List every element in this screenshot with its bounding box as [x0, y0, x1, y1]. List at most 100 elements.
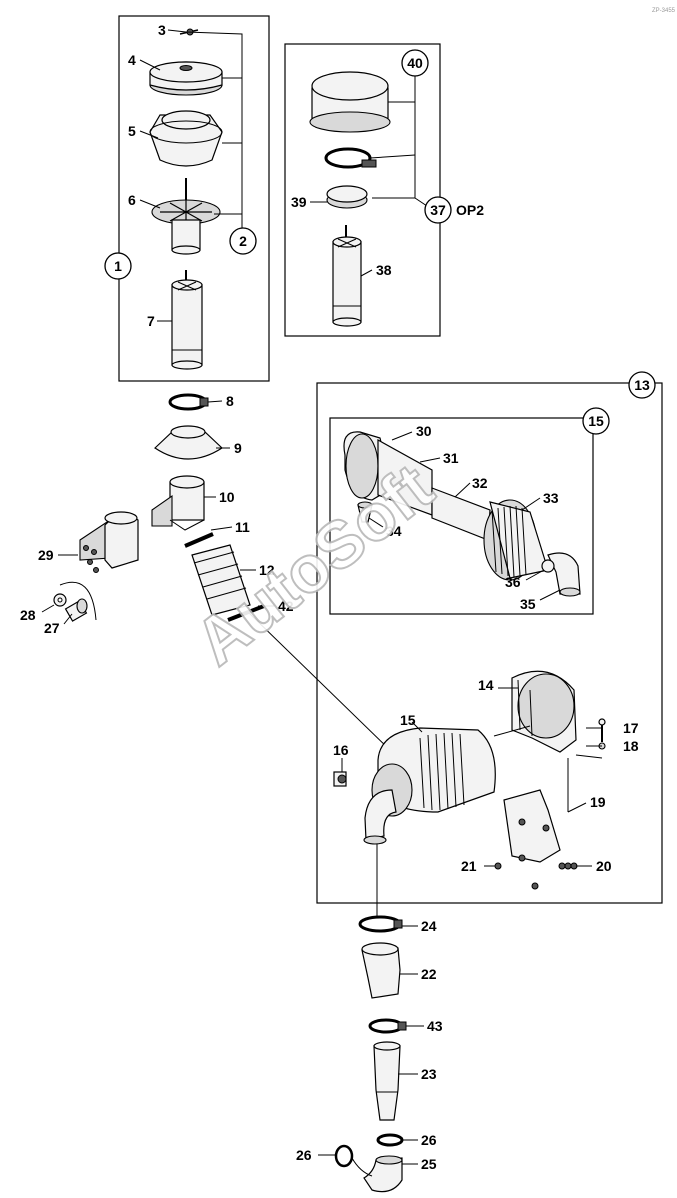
label-25: 25 [421, 1156, 437, 1172]
label-26a: 26 [296, 1147, 312, 1163]
part-32-inner-filter [431, 487, 491, 541]
label-30: 30 [416, 423, 432, 439]
label-27: 27 [44, 620, 60, 636]
part-4-cap [149, 61, 223, 96]
part-43-clamp [368, 1018, 407, 1034]
label-33: 33 [543, 490, 559, 506]
part-35-outlet [547, 552, 581, 597]
callout-15: 15 [582, 407, 610, 435]
label-35: 35 [520, 596, 536, 612]
leader-33 [521, 497, 541, 511]
label-28: 28 [20, 607, 36, 623]
leader-35 [539, 589, 561, 601]
leader-28 [41, 604, 55, 613]
label-5: 5 [128, 123, 136, 139]
label-18: 18 [623, 738, 639, 754]
leader-32 [454, 482, 471, 498]
label-15: 15 [400, 712, 416, 728]
label-20: 20 [596, 858, 612, 874]
arc-28 [59, 581, 97, 621]
label-14: 14 [478, 677, 494, 693]
part-39-ring [326, 185, 368, 209]
label-42: 42 [278, 598, 294, 614]
part-16-plug [333, 771, 347, 787]
leader-36 [525, 569, 545, 581]
svg-text:15: 15 [588, 413, 604, 429]
part-28-washer [53, 593, 67, 607]
part-20-nuts [558, 862, 578, 870]
leader-19 [567, 802, 587, 813]
part-40-clamp [324, 147, 377, 169]
part-36-valve [541, 559, 555, 573]
label-21: 21 [461, 858, 477, 874]
part-6-vane [151, 178, 221, 255]
part-40-cap [309, 71, 391, 133]
label-17: 17 [623, 720, 639, 736]
part-29-bracket [79, 511, 139, 573]
label-16: 16 [333, 742, 349, 758]
leader-18b [575, 754, 603, 759]
label-29: 29 [38, 547, 54, 563]
leader-15 [411, 721, 423, 733]
part-23-tube [373, 1041, 401, 1121]
callout-2: 2 [229, 227, 257, 255]
leader-31 [419, 457, 441, 463]
leader-5 [139, 130, 159, 139]
group-box-13 [316, 382, 663, 904]
part-14-strap [511, 670, 577, 753]
group-box-15 [329, 417, 594, 615]
leader-38 [360, 269, 373, 277]
label-10: 10 [219, 489, 235, 505]
part-42-clamp [227, 604, 265, 622]
callout-37: 37 [424, 196, 452, 224]
part-17-bolt [598, 718, 606, 742]
part-24-clamp [358, 915, 403, 933]
leader-11 [210, 526, 233, 531]
leader-8 [207, 400, 223, 403]
label-38: 38 [376, 262, 392, 278]
callout-13: 13 [628, 371, 656, 399]
part-19-bracket [503, 789, 561, 863]
svg-text:13: 13 [634, 377, 650, 393]
leader-6 [139, 199, 161, 209]
svg-text:1: 1 [114, 258, 122, 274]
part-11-clamp [184, 532, 214, 548]
part-21-bolts [494, 854, 539, 890]
leader-30 [391, 431, 413, 441]
leader-40b [369, 154, 416, 159]
label-3: 3 [158, 22, 166, 38]
leader-34 [368, 517, 384, 528]
label-8: 8 [226, 393, 234, 409]
callout-40: 40 [401, 49, 429, 77]
label-11: 11 [235, 519, 250, 535]
part-elbow [363, 789, 397, 845]
label-39: 39 [291, 194, 307, 210]
label-12: 12 [259, 562, 275, 578]
leader-15-14 [493, 725, 531, 737]
leader-3 [167, 29, 243, 215]
callout-1: 1 [104, 252, 132, 280]
label-43: 43 [427, 1018, 443, 1034]
label-7: 7 [147, 313, 155, 329]
part-7-tube [171, 270, 203, 370]
part-34-valve [357, 501, 373, 523]
label-32: 32 [472, 475, 488, 491]
leader-27 [63, 613, 73, 625]
group-box-1 [118, 15, 270, 382]
svg-text:37: 37 [430, 202, 446, 218]
part-33-main-filter [483, 499, 549, 581]
part-26b-clamp [376, 1133, 404, 1147]
label-23: 23 [421, 1066, 437, 1082]
group-box-op2 [284, 43, 441, 337]
part-10-inlet [151, 475, 205, 531]
corner-mark: ZP-3455 [652, 8, 676, 14]
label-34: 34 [386, 523, 402, 539]
leader-42-to-15 [247, 611, 393, 753]
label-6: 6 [128, 192, 136, 208]
part-8-clamp [168, 393, 209, 411]
label-4: 4 [128, 52, 136, 68]
label-36: 36 [505, 574, 521, 590]
svg-text:40: 40 [407, 55, 423, 71]
label-22: 22 [421, 966, 437, 982]
